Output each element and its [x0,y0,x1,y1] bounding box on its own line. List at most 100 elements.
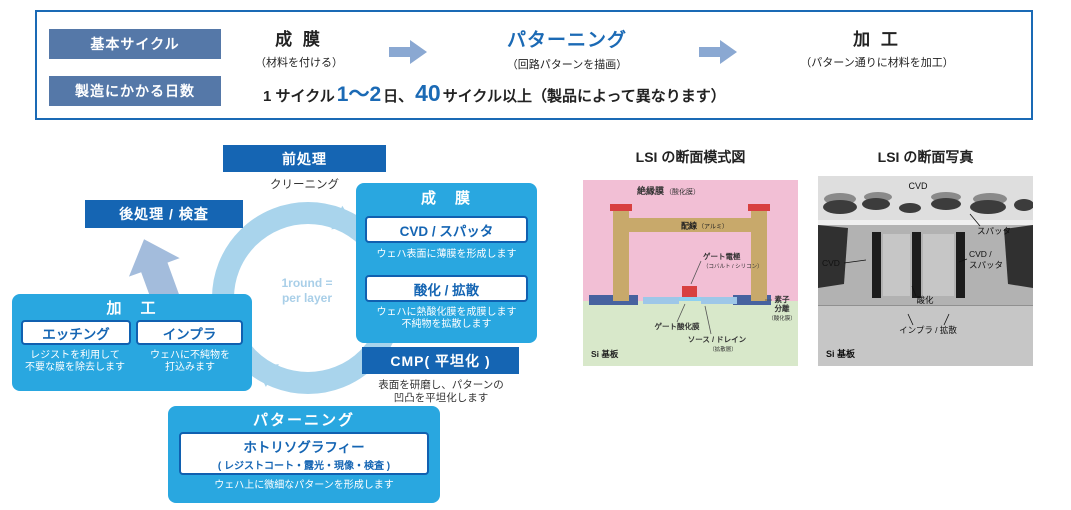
arrow-right-icon [389,40,427,64]
photo-light-patch [923,234,954,296]
photo-cvd-left-label: CVD [822,258,840,268]
banner-step-patterning: パターニング （回路パターンを描画） [467,25,667,72]
wiring-label: 配線 [681,221,697,231]
photo-bottom-band [818,306,1033,366]
source-region [643,297,679,304]
patterning-panel: パターニング ホトリソグラフィー ( レジストコート・露光・現像・検査 ) ウェ… [168,406,440,503]
lsi-schematic-svg: 絶縁膜 （酸化膜） 配線 （アルミ） ゲート電極 （コバルト / シリコン） 素… [583,180,798,366]
photo-cvd-sputter-label-line2: スパッタ [969,260,1003,270]
via-left [613,211,629,301]
posttreatment-inspection-box: 後処理 / 検査 [85,200,243,228]
photo-title: LSI の断面写真 [877,149,974,165]
photo-implant-label: インプラ / 拡散 [899,325,957,335]
substrate-layer [583,301,798,366]
photo-pillar [912,232,921,298]
contact-right [748,204,770,211]
implant-caption: ウェハに不純物を 打込みます [150,350,230,373]
photo-dark-mass-right [1004,225,1033,288]
pointer-lines [676,260,772,335]
photo-divider-line [818,305,1033,307]
insulation-sublabel: （酸化膜） [665,187,700,196]
lsi-schematic-figure: 絶縁膜 （酸化膜） 配線 （アルミ） ゲート電極 （コバルト / シリコン） 素… [583,176,798,371]
photo-pillar [872,232,881,298]
arrow-right-shape [389,40,427,64]
cmp-box: CMP( 平坦化 ) [362,347,519,374]
deposition-panel: 成 膜 CVD / スパッタ ウェハ表面に薄膜を形成します 酸化 / 拡散 ウェ… [356,183,537,343]
isolation-sublabel: （酸化膜） [768,314,796,322]
substrate-label: Si 基板 [591,349,619,359]
gate-oxide-label: ゲート酸化膜 [655,321,700,331]
cvd-sputter-box: CVD / スパッタ [365,216,528,243]
cleaning-note: クリーニング [270,179,339,191]
oxidation-diffusion-caption: ウェハに熱酸化膜を成膜します 不純物を拡散します [376,307,517,330]
exit-arrow-to-inspection [128,239,182,310]
wiring-bar [613,218,767,232]
implant-box: インプラ [136,320,243,345]
photo-pointer-lines [843,213,981,326]
arrow-right-icon [699,40,737,64]
step-title: パターニング [506,30,627,51]
days-label: 製造にかかる日数 [49,76,221,106]
drain-region [701,297,737,304]
gate-oxide-shape [679,297,701,301]
step-title: 加 工 [853,30,901,49]
source-drain-sublabel: （拡散層） [709,345,737,353]
deposition-header: 成 膜 [420,190,472,207]
photo-white-band [818,220,1033,225]
days-number: 1〜2 [336,83,382,106]
photo-texture-dark [823,198,1034,214]
banner-step-processing: 加 工 （パターン通りに材料を加工） [737,25,1017,70]
wiring-sublabel: （アルミ） [698,224,728,231]
photo-light-patch [883,234,910,296]
gate-electrode-shape [682,286,697,297]
isolation-label-line2: 分離 [775,303,790,313]
patterning-caption: ウェハ上に微細なパターンを形成します [214,480,394,491]
days-text-part: サイクル以上（製品によって異なります） [442,88,726,105]
cycles-number: 40 [415,80,441,106]
via-right [751,211,767,301]
gate-electrode-label: ゲート電極 [703,251,741,261]
photo-substrate-label: Si 基板 [826,348,856,359]
photo-dark-mass-left [818,225,848,288]
cmp-caption: 表面を研磨し、パターンの 凹凸を平坦化します [378,379,504,404]
processing-panel: 加 工 エッチング インプラ レジストを利用して 不要な膜を除去します ウェハに… [12,294,252,391]
photolithography-box: ホトリソグラフィー ( レジストコート・露光・現像・検査 ) [179,432,429,475]
source-drain-label: ソース / ドレイン [688,335,747,344]
step-title: 成 膜 [275,30,323,49]
exit-arrow-shape [128,239,182,310]
photolithography-title: ホトリソグラフィー [243,439,365,455]
photo-oxide-label: 酸化 [916,295,934,305]
cycle-days-text: 1 サイクル 1〜2 日、 40 サイクル以上（製品によって異なります） [263,78,726,108]
pretreatment-box: 前処理 [223,145,386,172]
step-subtitle: （材料を付ける） [255,57,343,69]
photo-cvd-top-label: CVD [908,181,928,191]
photo-sputter-label: スパッタ [977,226,1011,236]
banner-step-deposition: 成 膜 （材料を付ける） [229,25,369,70]
photo-cvd-sputter-label-line1: CVD / [969,249,992,259]
lsi-photo-svg: CVD スパッタ CVD CVD / スパッタ 酸化 インプラ / 拡散 Si … [818,176,1034,366]
contact-left [610,204,632,211]
ring-arrowhead-bottom [255,364,279,387]
process-banner: 基本サイクル 成 膜 （材料を付ける） パターニング （回路パターンを描画） 加… [35,10,1033,120]
photo-pillar [956,232,965,298]
ring-arrowhead-top [331,205,355,230]
etching-caption: レジストを利用して 不要な膜を除去します [25,350,125,373]
days-text-part: 1 サイクル [263,88,335,105]
patterning-header: パターニング [252,412,355,429]
oxidation-diffusion-box: 酸化 / 拡散 [365,275,528,302]
step-subtitle: （パターン通りに材料を加工） [800,57,954,69]
etching-box: エッチング [21,320,131,345]
days-text-part: 日、 [383,88,414,105]
arrow-right-shape [699,40,737,64]
gate-electrode-sublabel: （コバルト / シリコン） [703,263,763,270]
step-subtitle: （回路パターンを描画） [506,59,628,71]
basic-cycle-label: 基本サイクル [49,29,221,59]
isolation-label-line1: 素子 [775,294,790,304]
round-note: 1round = per layer [281,276,333,305]
schematic-title: LSI の断面模式図 [635,149,746,165]
photolithography-sub: ( レジストコート・露光・現像・検査 ) [217,460,391,472]
cvd-sputter-caption: ウェハ表面に薄膜を形成します [376,249,517,260]
processing-header: 加 工 [106,300,158,317]
insulation-label: 絶縁膜 [637,185,665,196]
